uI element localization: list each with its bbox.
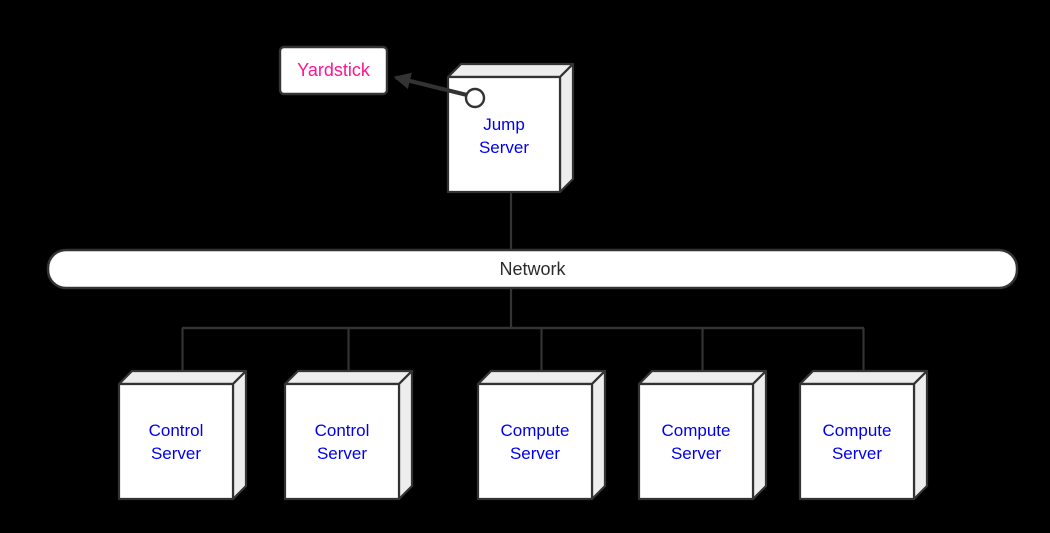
arrow-jumpserver-to-yardstick xyxy=(393,72,468,97)
network-pill xyxy=(46,248,1019,290)
jump-server-side-face xyxy=(558,62,575,194)
compute-server-1-front-face xyxy=(476,382,594,501)
compute-server-2-side-face xyxy=(751,369,768,501)
control-server-2-box xyxy=(283,369,414,501)
compute-server-3-front-face xyxy=(798,382,916,501)
control-server-1-front-face xyxy=(117,382,235,501)
compute-server-2-front-face xyxy=(637,382,755,501)
jump-server-front-face xyxy=(446,75,562,194)
compute-server-3-side-face xyxy=(912,369,929,501)
compute-server-2-top-face xyxy=(637,369,768,386)
compute-server-2-box xyxy=(637,369,768,501)
jump-server-box xyxy=(446,62,575,194)
compute-server-3-top-face xyxy=(798,369,929,386)
control-server-2-side-face xyxy=(397,369,414,501)
control-server-2-top-face xyxy=(283,369,414,386)
control-server-1-top-face xyxy=(117,369,248,386)
yardstick-box xyxy=(278,45,389,96)
jump-server-top-face xyxy=(446,62,575,79)
control-server-2-front-face xyxy=(283,382,401,501)
compute-server-3-box xyxy=(798,369,929,501)
compute-server-1-box xyxy=(476,369,607,501)
control-server-1-box xyxy=(117,369,248,501)
compute-server-1-top-face xyxy=(476,369,607,386)
control-server-1-side-face xyxy=(231,369,248,501)
compute-server-1-side-face xyxy=(590,369,607,501)
port-circle xyxy=(464,87,486,109)
